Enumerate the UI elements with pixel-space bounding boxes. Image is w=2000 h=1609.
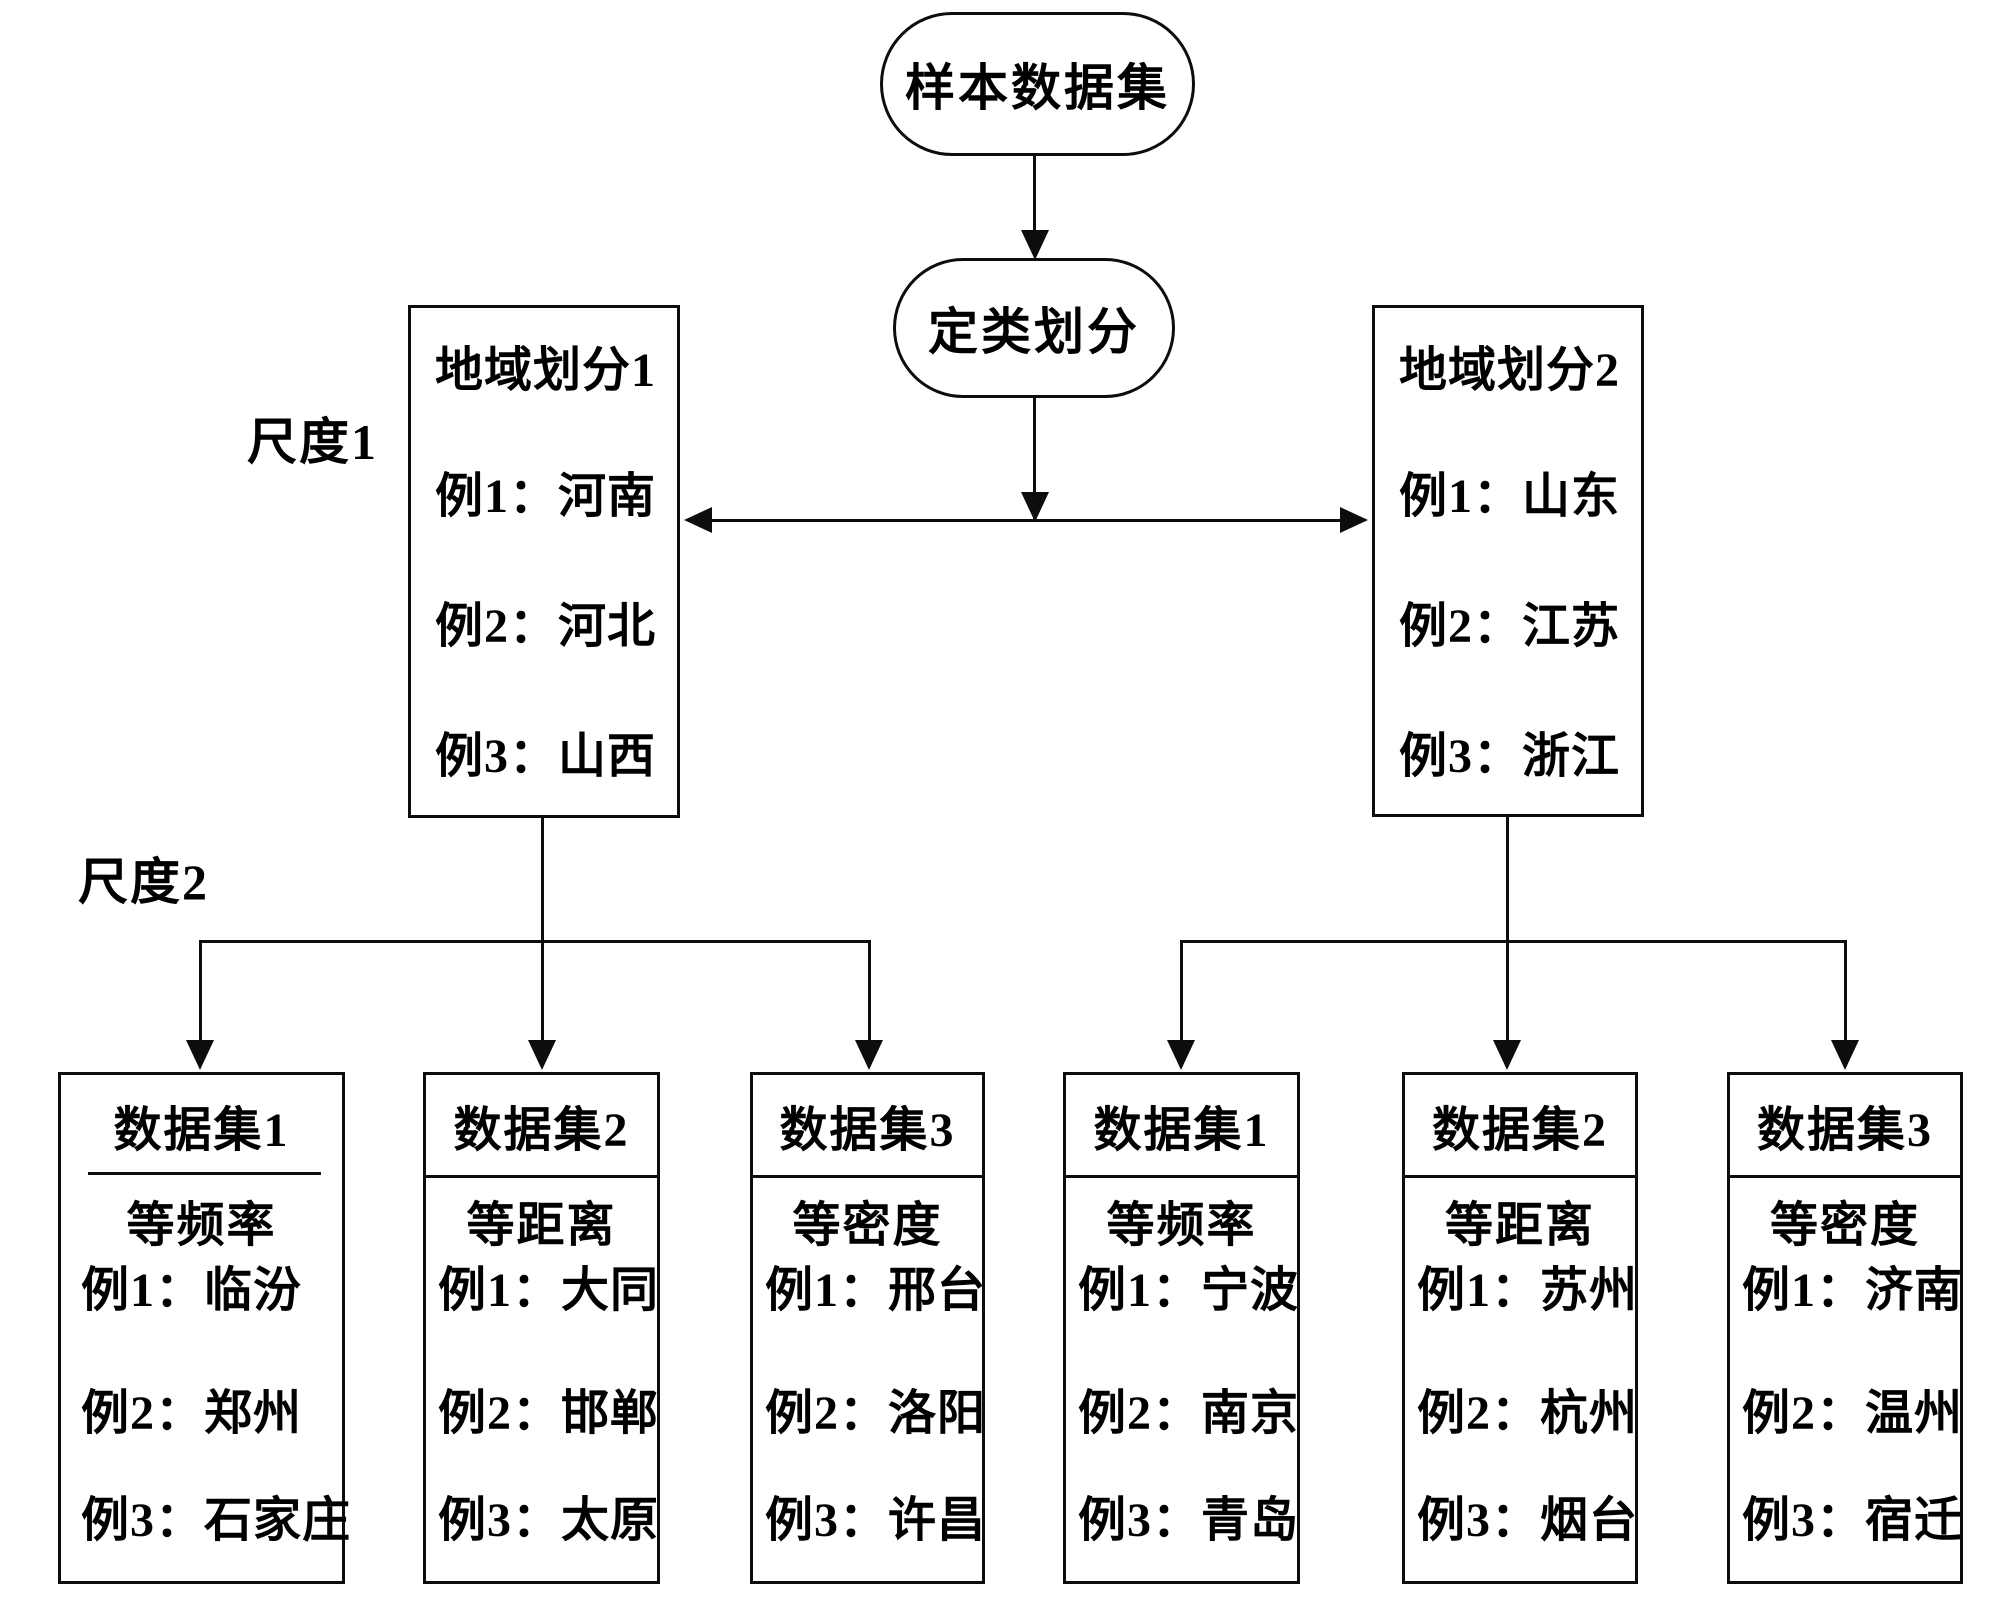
arrow-down-icon [186,1040,214,1070]
node-sample-dataset: 样本数据集 [880,12,1195,156]
node-title: 数据集3 [753,1075,982,1178]
node-dataset-right-2: 数据集2 等距离 例1：苏州 例2：杭州 例3：烟台 [1402,1072,1638,1584]
example-line: 例3：烟台 [1417,1494,1639,1547]
arrow-down-icon [855,1040,883,1070]
example-line: 例3：山西 [435,730,657,783]
example-line: 例3：石家庄 [81,1494,352,1547]
node-dataset-left-1: 数据集1 等频率 例1：临汾 例2：郑州 例3：石家庄 [58,1072,352,1584]
method-label: 等距离 [1444,1199,1595,1252]
node-dataset-right-3: 数据集3 等密度 例1：济南 例2：温州 例3：宿迁 [1727,1072,1963,1584]
node-title: 地域划分1 [435,344,657,397]
example-line: 例2：郑州 [81,1387,303,1440]
example-line: 例1：苏州 [1417,1264,1639,1317]
method-label: 等密度 [792,1199,943,1252]
node-title: 数据集1 [113,1104,290,1157]
connector-line [700,519,1360,522]
node-nominal-classification-label: 定类划分 [928,304,1140,360]
node-nominal-classification: 定类划分 [893,258,1175,398]
arrow-down-icon [1167,1040,1195,1070]
example-line: 例1：宁波 [1078,1264,1300,1317]
divider-line [88,1172,321,1175]
example-line: 例2：河北 [435,600,657,653]
example-line: 例3：青岛 [1078,1494,1300,1547]
example-line: 例1：邢台 [765,1264,987,1317]
example-line: 例2：江苏 [1399,600,1621,653]
method-label: 等频率 [126,1199,277,1252]
connector-line [1844,940,1847,1044]
scale1-label: 尺度1 [247,414,378,470]
node-dataset-left-3: 数据集3 等密度 例1：邢台 例2：洛阳 例3：许昌 [750,1072,985,1584]
node-region-division-2: 地域划分2 例1：山东 例2：江苏 例3：浙江 [1372,305,1644,817]
arrow-down-icon [1493,1040,1521,1070]
node-title: 数据集2 [426,1075,657,1178]
node-title: 数据集3 [1730,1075,1960,1178]
example-line: 例1：河南 [435,470,657,523]
connector-line [199,940,871,943]
arrow-down-icon [528,1040,556,1070]
example-line: 例1：临汾 [81,1264,303,1317]
example-line: 例3：宿迁 [1742,1494,1964,1547]
example-line: 例2：南京 [1078,1387,1300,1440]
connector-line [1033,155,1036,235]
example-line: 例1：济南 [1742,1264,1964,1317]
example-line: 例3：浙江 [1399,730,1621,783]
arrow-down-icon [1021,492,1049,522]
arrow-right-icon [1340,507,1368,533]
arrow-left-icon [684,507,712,533]
node-title: 地域划分2 [1399,344,1621,397]
example-line: 例2：邯郸 [438,1387,660,1440]
connector-line [1180,940,1183,1044]
node-title: 数据集2 [1405,1075,1635,1178]
node-dataset-left-2: 数据集2 等距离 例1：大同 例2：邯郸 例3：太原 [423,1072,660,1584]
example-line: 例3：许昌 [765,1494,987,1547]
node-sample-dataset-label: 样本数据集 [905,60,1170,116]
node-dataset-right-1: 数据集1 等频率 例1：宁波 例2：南京 例3：青岛 [1063,1072,1300,1584]
example-line: 例3：太原 [438,1494,660,1547]
connector-line [199,940,202,1044]
connector-line [1033,398,1036,522]
connector-line [868,940,871,1044]
method-label: 等密度 [1769,1199,1920,1252]
node-title: 数据集1 [1066,1075,1297,1178]
arrow-down-icon [1021,230,1049,260]
connector-line [541,818,544,1044]
example-line: 例1：大同 [438,1264,660,1317]
example-line: 例2：杭州 [1417,1387,1639,1440]
scale2-label: 尺度2 [78,854,209,910]
example-line: 例2：洛阳 [765,1387,987,1440]
connector-line [1506,817,1509,1044]
method-label: 等频率 [1106,1199,1257,1252]
arrow-down-icon [1831,1040,1859,1070]
method-label: 等距离 [466,1199,617,1252]
node-region-division-1: 地域划分1 例1：河南 例2：河北 例3：山西 [408,305,680,818]
connector-line [1180,940,1847,943]
example-line: 例2：温州 [1742,1387,1964,1440]
example-line: 例1：山东 [1399,470,1621,523]
